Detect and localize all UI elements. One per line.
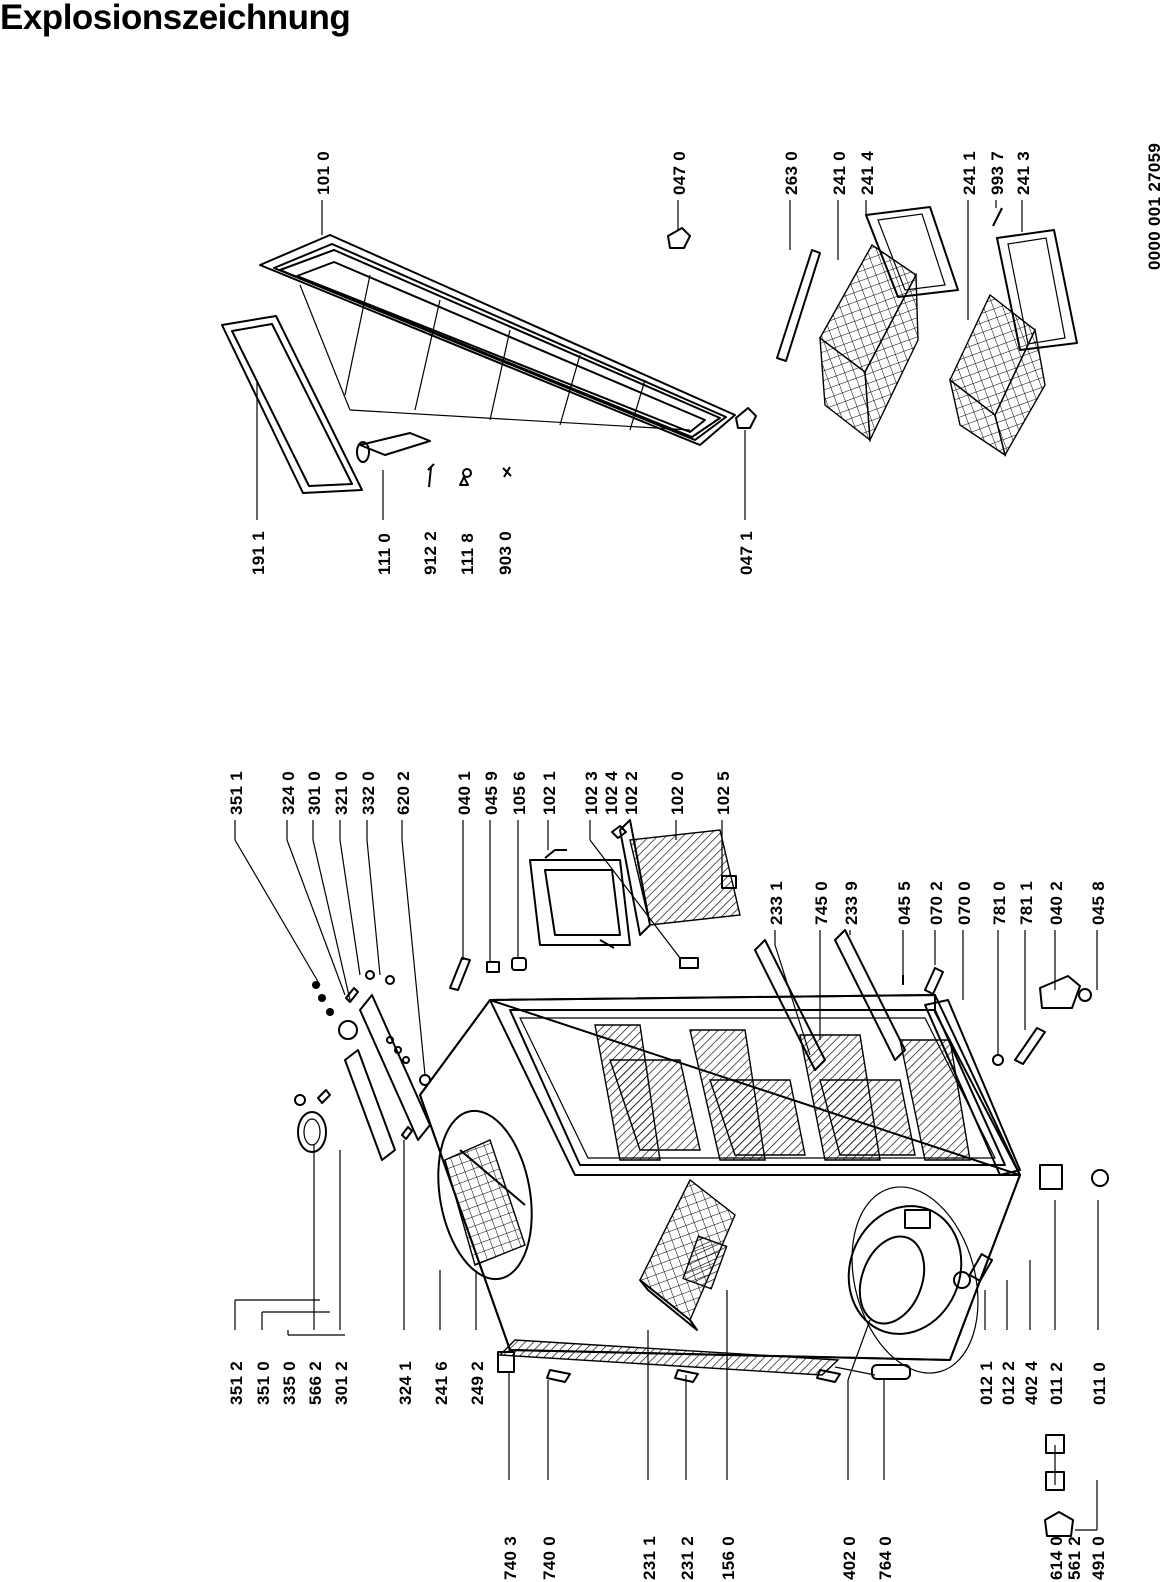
part-labels: 101 0 047 0 263 0 241 0 241 4 241 1 993 … [227,143,1164,1580]
label-233-1: 233 1 [767,881,786,925]
door-hinge-top [667,227,691,249]
label-070-0: 070 0 [955,881,974,925]
label-620-2: 620 2 [394,771,413,815]
small-brackets [449,825,737,991]
control-panel [294,970,431,1161]
door-handle [356,432,431,463]
label-047-1: 047 1 [737,531,756,575]
label-011-0: 011 0 [1090,1362,1109,1405]
label-111-8: 111 8 [458,533,477,575]
label-351-0: 351 0 [254,1361,273,1405]
label-764-0: 764 0 [876,1536,895,1580]
label-102-0: 102 0 [668,771,687,815]
label-012-1: 012 1 [977,1361,996,1405]
rails-233 [754,929,906,1071]
small-clip-993 [992,207,1003,227]
hinge-block-bottom [902,967,1092,1066]
label-781-1: 781 1 [1017,881,1036,925]
label-745-0: 745 0 [812,881,831,925]
label-156-0: 156 0 [719,1536,738,1580]
label-102-3: 102 3 [582,771,601,815]
label-241-3: 241 3 [1014,151,1033,195]
label-402-0: 402 0 [840,1536,859,1580]
label-740-0: 740 0 [540,1536,559,1580]
label-191-1: 191 1 [249,531,268,575]
label-614-0: 614 0 [1047,1536,1066,1580]
label-040-1: 040 1 [455,771,474,815]
label-231-2: 231 2 [678,1536,697,1580]
condenser-rack [639,1178,736,1331]
label-491-0: 491 0 [1089,1536,1108,1580]
door-hinge-bottom [735,407,757,429]
label-102-2: 102 2 [622,771,641,815]
label-321-0: 321 0 [332,771,351,815]
basket-front-upper [865,206,959,298]
basket-front-lower [996,229,1078,351]
label-045-8: 045 8 [1089,881,1108,925]
small-screw-parts [427,463,512,488]
label-249-2: 249 2 [468,1361,487,1405]
label-241-6: 241 6 [432,1361,451,1405]
label-102-1: 102 1 [540,771,559,815]
label-324-0: 324 0 [279,771,298,815]
page-title: Explosionszeichnung [0,0,351,37]
label-301-2: 301 2 [332,1361,351,1405]
door-assembly [259,234,736,446]
label-045-5: 045 5 [895,881,914,925]
door-gasket [221,315,363,494]
shelf-frame [529,849,631,949]
cabinet-inner-shelves [594,1024,971,1161]
label-912-2: 912 2 [421,531,440,575]
label-351-2: 351 2 [227,1361,246,1405]
basket-lower [948,293,1046,457]
label-301-0: 301 0 [305,771,324,815]
label-335-0: 335 0 [280,1361,299,1405]
compressor [847,1186,994,1374]
basket-strip [776,249,821,362]
label-263-0: 263 0 [782,151,801,195]
label-241-0: 241 0 [830,151,849,195]
document-number: 0000 001 27059 [1145,143,1164,270]
side-rail-left [497,1339,876,1383]
drawer-cover [619,819,741,936]
label-012-2: 012 2 [999,1361,1018,1405]
label-324-1: 324 1 [396,1361,415,1405]
label-102-4: 102 4 [602,771,621,815]
label-011-2: 011 2 [1047,1362,1066,1405]
label-781-0: 781 0 [990,881,1009,925]
label-070-2: 070 2 [927,881,946,925]
basket-upper [819,243,919,443]
label-351-1: 351 1 [227,771,246,815]
label-241-4: 241 4 [858,151,877,195]
leader-lines [234,200,1099,1531]
label-101-0: 101 0 [314,151,333,195]
cabinet-door-frame-strip [924,999,1021,1176]
label-561-2: 561 2 [1065,1536,1084,1580]
label-105-6: 105 6 [510,771,529,815]
label-047-0: 047 0 [670,151,689,195]
legend-icons [1044,1434,1074,1537]
label-241-1: 241 1 [960,151,979,195]
back-panel-rack [437,1109,533,1281]
label-740-3: 740 3 [501,1536,520,1580]
label-332-0: 332 0 [359,771,378,815]
label-993-7: 993 7 [988,151,1007,195]
bottom-feet [1039,1164,1109,1190]
label-402-4: 402 4 [1022,1361,1041,1405]
label-045-9: 045 9 [482,771,501,815]
label-566-2: 566 2 [306,1361,325,1405]
filter-drier [871,1364,911,1380]
label-903-0: 903 0 [496,531,515,575]
label-040-2: 040 2 [1047,881,1066,925]
label-231-1: 231 1 [640,1536,659,1580]
label-102-5: 102 5 [714,771,733,815]
label-111-0: 111 0 [375,533,394,575]
label-233-9: 233 9 [842,881,861,925]
